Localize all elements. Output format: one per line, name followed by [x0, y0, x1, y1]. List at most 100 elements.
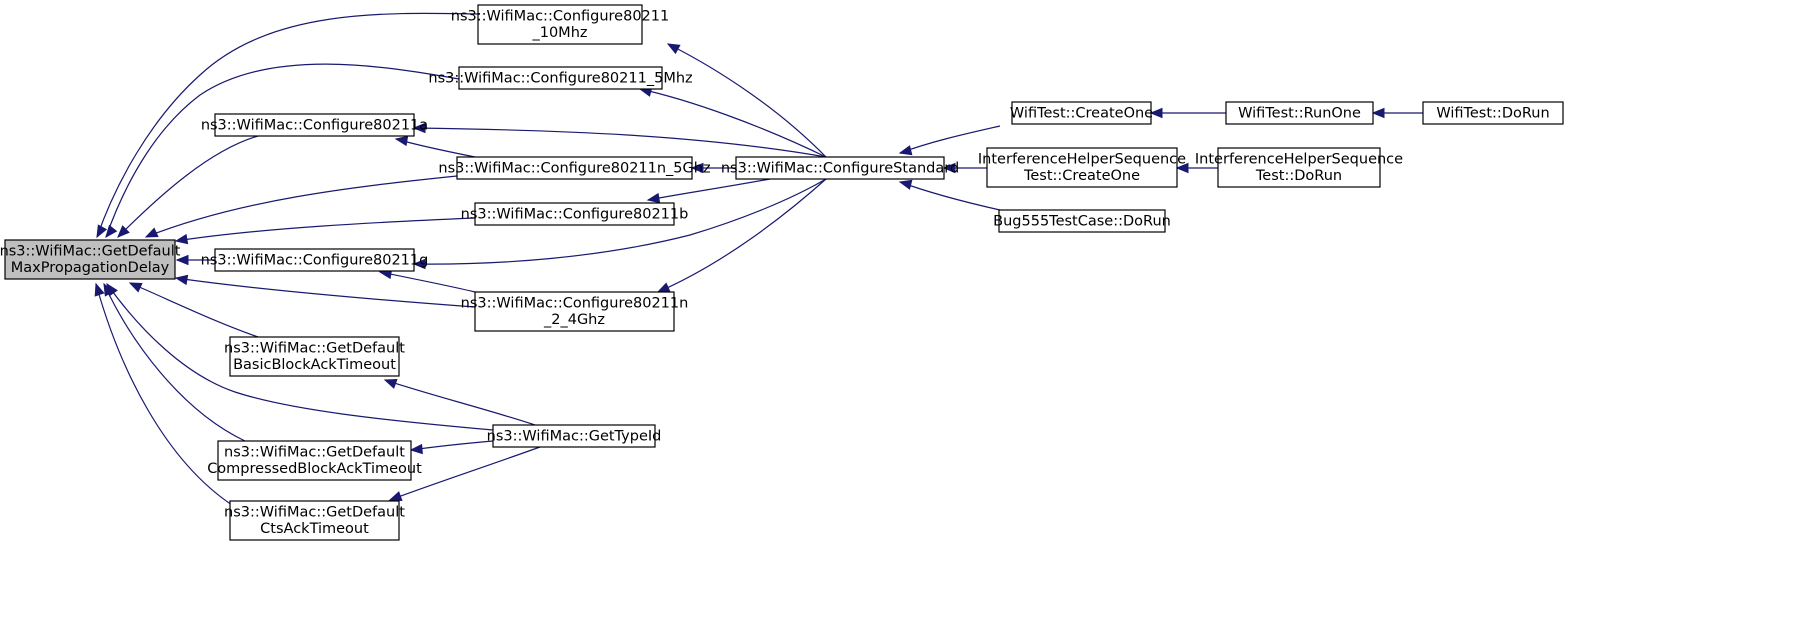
arrowhead-icon	[144, 227, 159, 238]
edge-n18-to-n16	[1371, 107, 1423, 119]
graph-node[interactable]: ns3::WifiMac::Configure80211g	[201, 248, 429, 272]
graph-node[interactable]: WifiTest::DoRun	[1422, 101, 1564, 125]
graph-node[interactable]: ns3::WifiMac::ConfigureStandard	[721, 156, 959, 180]
node-box[interactable]	[458, 66, 663, 90]
arrowhead-icon	[1175, 162, 1189, 174]
node-box[interactable]	[229, 336, 400, 377]
graph-node[interactable]: ns3::WifiMac::GetDefaultBasicBlockAckTim…	[224, 336, 405, 377]
edge-line	[175, 217, 476, 242]
node-box[interactable]	[1225, 101, 1374, 125]
graph-node[interactable]: WifiTest::CreateOne	[1010, 101, 1153, 125]
node-box[interactable]	[1011, 101, 1152, 125]
node-box[interactable]	[214, 248, 415, 272]
node-box[interactable]	[214, 113, 415, 137]
edge-line	[117, 135, 259, 238]
edge-n8-to-n0	[128, 282, 259, 338]
edge-line	[379, 271, 476, 293]
edge-n4-to-n3	[394, 135, 476, 158]
edge-line	[657, 178, 827, 293]
arrowhead-icon	[1149, 107, 1163, 119]
node-box[interactable]	[474, 291, 675, 332]
arrowhead-icon	[409, 443, 423, 455]
node-box[interactable]	[1422, 101, 1564, 125]
edge-line	[639, 88, 827, 158]
edge-n11-to-n1	[666, 43, 827, 158]
edge-n10-to-n0	[94, 282, 233, 506]
arrowhead-icon	[394, 135, 409, 147]
node-box[interactable]	[998, 209, 1166, 233]
node-box[interactable]	[492, 424, 656, 448]
edge-n7-to-n0	[174, 274, 476, 308]
graph-node[interactable]: ns3::WifiMac::Configure80211n_2_4Ghz	[461, 291, 689, 332]
graph-node[interactable]: InterferenceHelperSequenceTest::CreateOn…	[978, 147, 1186, 188]
edge-n17-to-n14	[1175, 162, 1218, 174]
arrowhead-icon	[656, 282, 671, 293]
arrowhead-icon	[898, 179, 913, 190]
edge-n7-to-n6	[378, 268, 476, 293]
edge-n6-to-n0	[175, 254, 215, 266]
edge-line	[389, 446, 541, 501]
edge-line	[105, 63, 460, 238]
node-box[interactable]	[229, 500, 400, 541]
edge-n11-to-n2	[638, 86, 827, 158]
edge-line	[395, 138, 476, 158]
node-label: InterferenceHelperSequence	[978, 152, 1186, 168]
node-box[interactable]	[1217, 147, 1381, 188]
edge-line	[647, 178, 771, 201]
node-box[interactable]	[217, 440, 412, 481]
graph-node[interactable]: ns3::WifiMac::Configure80211a	[201, 113, 428, 137]
node-label: ns3::WifiMac::Configure80211n_5Ghz	[438, 160, 710, 176]
graph-node[interactable]: ns3::WifiMac::Configure80211b	[461, 202, 689, 226]
focus-node[interactable]: ns3::WifiMac::GetDefaultMaxPropagationDe…	[0, 239, 181, 280]
graph-node[interactable]: ns3::WifiMac::GetDefaultCompressedBlockA…	[207, 440, 422, 481]
arrowhead-icon	[96, 224, 108, 239]
arrowhead-icon	[175, 254, 189, 266]
node-label: _2_4Ghz	[543, 312, 605, 328]
edge-n5-to-n0	[174, 217, 476, 245]
edge-n14-to-n11	[942, 162, 987, 174]
edge-n9-to-n0	[103, 282, 246, 442]
graph-node[interactable]: ns3::WifiMac::GetTypeId	[487, 424, 662, 448]
arrowhead-icon	[942, 162, 956, 174]
node-label: WifiTest::CreateOne	[1010, 105, 1153, 121]
node-label: Bug555TestCase::DoRun	[993, 213, 1171, 229]
graph-node[interactable]: Bug555TestCase::DoRun	[993, 209, 1171, 233]
edge-line	[413, 178, 827, 265]
edge-n11-to-n5	[646, 178, 771, 204]
node-label: BasicBlockAckTimeout	[233, 357, 396, 373]
node-box[interactable]	[735, 156, 945, 180]
edge-n11-to-n3	[412, 122, 827, 158]
node-label: ns3::WifiMac::GetDefault	[224, 341, 405, 357]
node-box[interactable]	[986, 147, 1178, 188]
node-label: ns3::WifiMac::Configure80211a	[201, 117, 428, 133]
graph-node[interactable]: ns3::WifiMac::Configure80211_5Mhz	[428, 66, 693, 90]
node-label: ns3::WifiMac::GetDefault	[224, 445, 405, 461]
edge-line	[145, 175, 458, 238]
node-label: ns3::WifiMac::ConfigureStandard	[721, 160, 959, 176]
graph-node[interactable]: ns3::WifiMac::Configure80211n_5Ghz	[438, 156, 711, 180]
edge-line	[106, 283, 494, 431]
node-label: MaxPropagationDelay	[11, 260, 170, 276]
edge-line	[413, 127, 827, 158]
edge-n3-to-n0	[117, 135, 259, 238]
node-box[interactable]	[477, 4, 643, 45]
edge-n1-to-n0	[96, 12, 479, 239]
edge-n11-to-n6	[412, 178, 827, 270]
node-box[interactable]	[474, 202, 675, 226]
edge-line	[175, 277, 476, 308]
graph-node[interactable]: WifiTest::RunOne	[1225, 101, 1374, 125]
arrowhead-icon	[666, 43, 681, 55]
edge-line	[899, 181, 1001, 211]
node-box[interactable]	[456, 156, 693, 180]
arrowhead-icon	[105, 224, 118, 239]
arrowhead-icon	[898, 145, 913, 156]
edge-n12-to-n8	[383, 379, 536, 426]
edge-n4-to-n0	[144, 175, 458, 238]
node-label: Test::CreateOne	[1023, 168, 1140, 184]
graph-node[interactable]: ns3::WifiMac::Configure80211_10Mhz	[451, 4, 669, 45]
edge-n11-to-n4	[690, 162, 736, 174]
node-label: ns3::WifiMac::GetDefault	[224, 505, 405, 521]
node-box[interactable]	[4, 239, 176, 280]
